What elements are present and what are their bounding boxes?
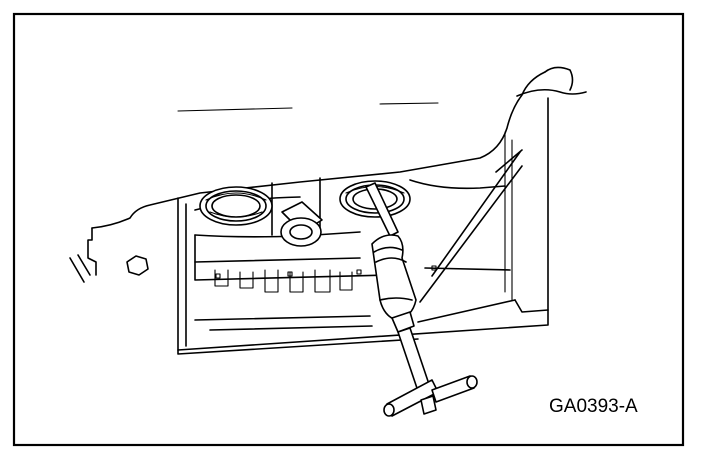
hex-bolt (126, 255, 149, 276)
figure-frame (12, 12, 685, 447)
slide-hammer-tool (365, 182, 478, 417)
bushing (280, 201, 323, 247)
valve-body (177, 97, 549, 355)
diagonal-rail (419, 149, 523, 303)
bore-left (199, 186, 273, 226)
figure-label: GA0393-A (549, 396, 638, 417)
case-outline (69, 66, 587, 283)
